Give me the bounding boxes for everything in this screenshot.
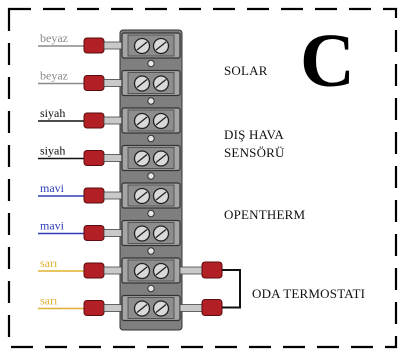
- ferrule-pin: [103, 191, 123, 200]
- ferrule-connector: [83, 150, 105, 166]
- screw-slot: [136, 303, 148, 314]
- screw-slot: [136, 78, 148, 89]
- wire-label: siyah: [40, 144, 65, 158]
- ferrule-pin: [103, 154, 123, 162]
- screw-slot: [136, 191, 148, 201]
- wire-label: mavi: [40, 181, 65, 195]
- screw-slot: [136, 41, 148, 51]
- ferrule-connector: [83, 187, 105, 204]
- output-connector: [201, 261, 223, 279]
- link-stud: [147, 284, 155, 293]
- terminal-block-body: [119, 29, 183, 331]
- ferrule-pin: [103, 304, 123, 312]
- label-room-thermostat: ODA TERMOSTATI: [252, 286, 365, 301]
- screw-slot: [136, 228, 148, 239]
- wire-label: beyaz: [40, 31, 68, 45]
- ferrule-connector: [83, 300, 105, 316]
- link-stud: [147, 172, 155, 180]
- terminal-row: mavi: [38, 181, 181, 218]
- wire-label: sarı: [40, 256, 58, 270]
- link-stud: [147, 59, 155, 68]
- terminal-row: sarı: [38, 294, 223, 322]
- label-outdoor-sensor-line1: DIŞ HAVA: [224, 127, 284, 142]
- screw-slot: [155, 41, 167, 51]
- ferrule-pin: [103, 79, 123, 87]
- terminal-row: siyah: [38, 106, 181, 143]
- link-stud: [147, 209, 155, 218]
- dashed-frame: [7, 7, 398, 349]
- ferrule-pin: [103, 116, 123, 125]
- terminal-row: siyah: [38, 144, 181, 180]
- label-opentherm: OPENTHERM: [224, 207, 305, 222]
- label-solar: SOLAR: [224, 63, 268, 78]
- ferrule-pin: [103, 229, 123, 237]
- screw-slot: [155, 116, 167, 126]
- wire-label: mavi: [40, 219, 65, 233]
- screw-slot: [136, 266, 148, 276]
- link-stud: [147, 97, 155, 105]
- ferrule-connector: [83, 75, 105, 91]
- ferrule-pin: [103, 266, 123, 275]
- big-letter: C: [300, 19, 355, 103]
- ferrule-connector: [83, 37, 105, 54]
- screw-slot: [155, 153, 167, 164]
- screw-slot: [136, 153, 148, 164]
- link-stud: [147, 134, 155, 143]
- ferrule-connector: [83, 225, 105, 241]
- wire-label: beyaz: [40, 69, 68, 83]
- screw-slot: [136, 116, 148, 126]
- terminal-row: beyaz: [38, 31, 181, 68]
- terminal-row: beyaz: [38, 69, 181, 105]
- link-stud: [147, 247, 155, 255]
- label-outdoor-sensor-line2: SENSÖRÜ: [224, 145, 285, 160]
- thermostat-loop-wire: [222, 269, 241, 309]
- ferrule-pin: [103, 41, 123, 50]
- screw-slot: [155, 266, 167, 276]
- ferrule-connector: [83, 262, 105, 279]
- screw-slot: [155, 191, 167, 201]
- screw-slot: [155, 228, 167, 239]
- wire-label: sarı: [40, 294, 58, 308]
- ferrule-connector: [83, 112, 105, 129]
- screw-slot: [155, 78, 167, 89]
- screw-slot: [155, 303, 167, 314]
- terminal-row: mavi: [38, 219, 181, 255]
- room-thermostat-link: [222, 269, 241, 309]
- wire-label: siyah: [40, 106, 65, 120]
- output-pin: [179, 266, 203, 275]
- output-connector: [201, 299, 223, 316]
- output-pin: [179, 304, 203, 312]
